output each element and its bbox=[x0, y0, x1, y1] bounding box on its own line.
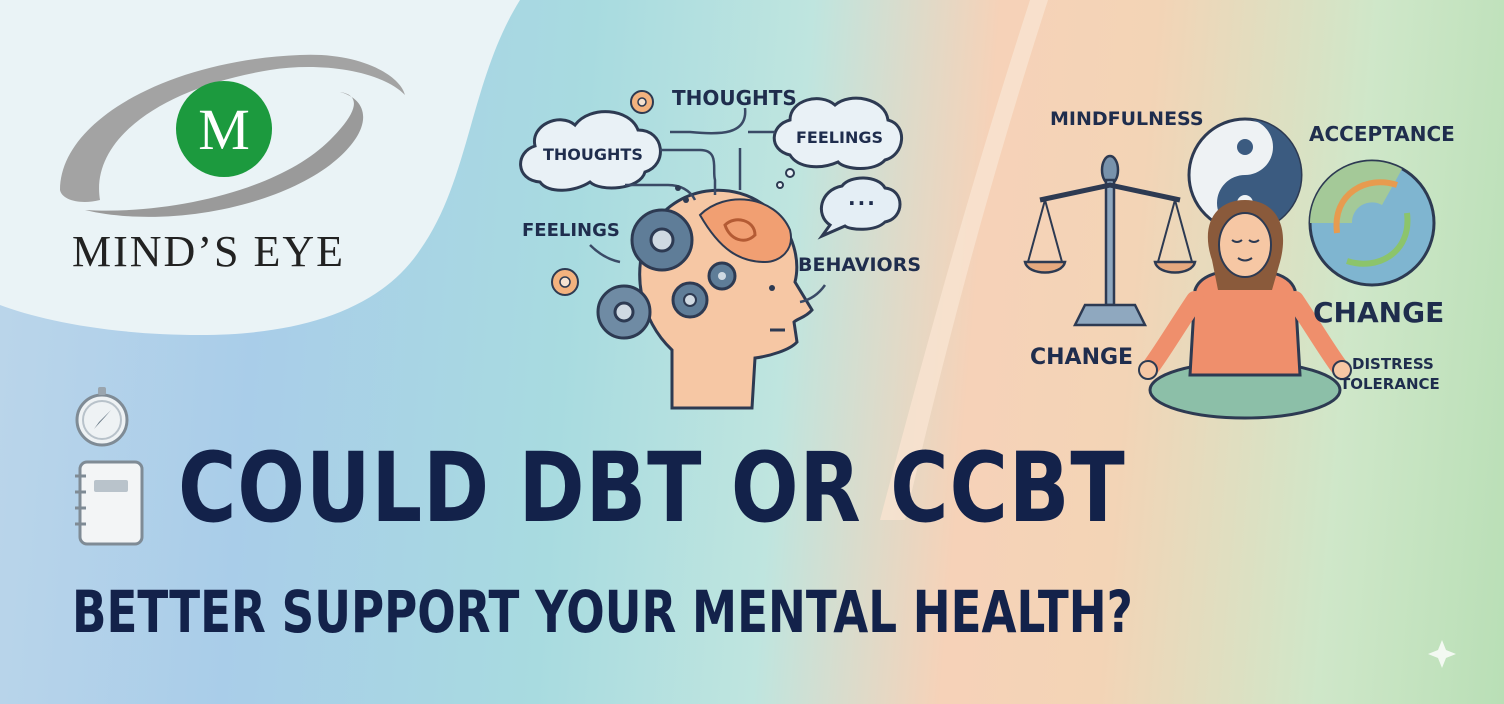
brand-name: MIND’S EYE bbox=[72, 227, 345, 276]
sparkle-icon bbox=[1428, 640, 1456, 668]
speech-bubble-icon bbox=[817, 176, 902, 240]
label-change-right: CHANGE bbox=[1313, 296, 1445, 329]
compass-icon bbox=[75, 387, 129, 447]
thoughts-cloud-icon bbox=[519, 110, 662, 192]
gear-large-icon bbox=[630, 208, 694, 272]
gear-medium-icon bbox=[596, 284, 652, 340]
logo-letter: M bbox=[198, 96, 250, 162]
flow-arrows-icon bbox=[589, 107, 827, 304]
notebook-icon bbox=[75, 460, 144, 546]
logo-swoosh-icon bbox=[60, 54, 405, 217]
label-feelings-cloud: FEELINGS bbox=[796, 128, 883, 147]
gear-small-icon bbox=[671, 281, 709, 319]
gear-orange-left-icon bbox=[551, 268, 579, 296]
meditating-person-icon bbox=[1138, 200, 1352, 420]
headline: COULD DBT OR CCBT bbox=[178, 432, 1126, 544]
label-distress: DISTRESS bbox=[1352, 355, 1434, 373]
label-thoughts-top: THOUGHTS bbox=[672, 86, 797, 110]
gear-orange-top-icon bbox=[630, 90, 654, 114]
speech-dots: ... bbox=[848, 186, 877, 210]
label-change-left: CHANGE bbox=[1030, 345, 1134, 370]
logo-badge: M bbox=[176, 81, 272, 177]
right-divider bbox=[880, 0, 1048, 520]
label-acceptance: ACCEPTANCE bbox=[1309, 122, 1455, 146]
subheadline: BETTER SUPPORT YOUR MENTAL HEALTH? bbox=[72, 578, 1133, 646]
gear-tiny-icon bbox=[707, 261, 737, 291]
label-feelings-left: FEELINGS bbox=[522, 220, 620, 241]
change-cycle-icon bbox=[1308, 159, 1436, 287]
label-thoughts-cloud: THOUGHTS bbox=[543, 145, 643, 164]
balance-scale-icon bbox=[1023, 154, 1197, 327]
label-behaviors: BEHAVIORS bbox=[798, 254, 922, 276]
feelings-cloud-icon bbox=[772, 96, 904, 170]
label-mindfulness: MINDFULNESS bbox=[1050, 108, 1204, 130]
label-tolerance: TOLERANCE bbox=[1340, 375, 1440, 393]
